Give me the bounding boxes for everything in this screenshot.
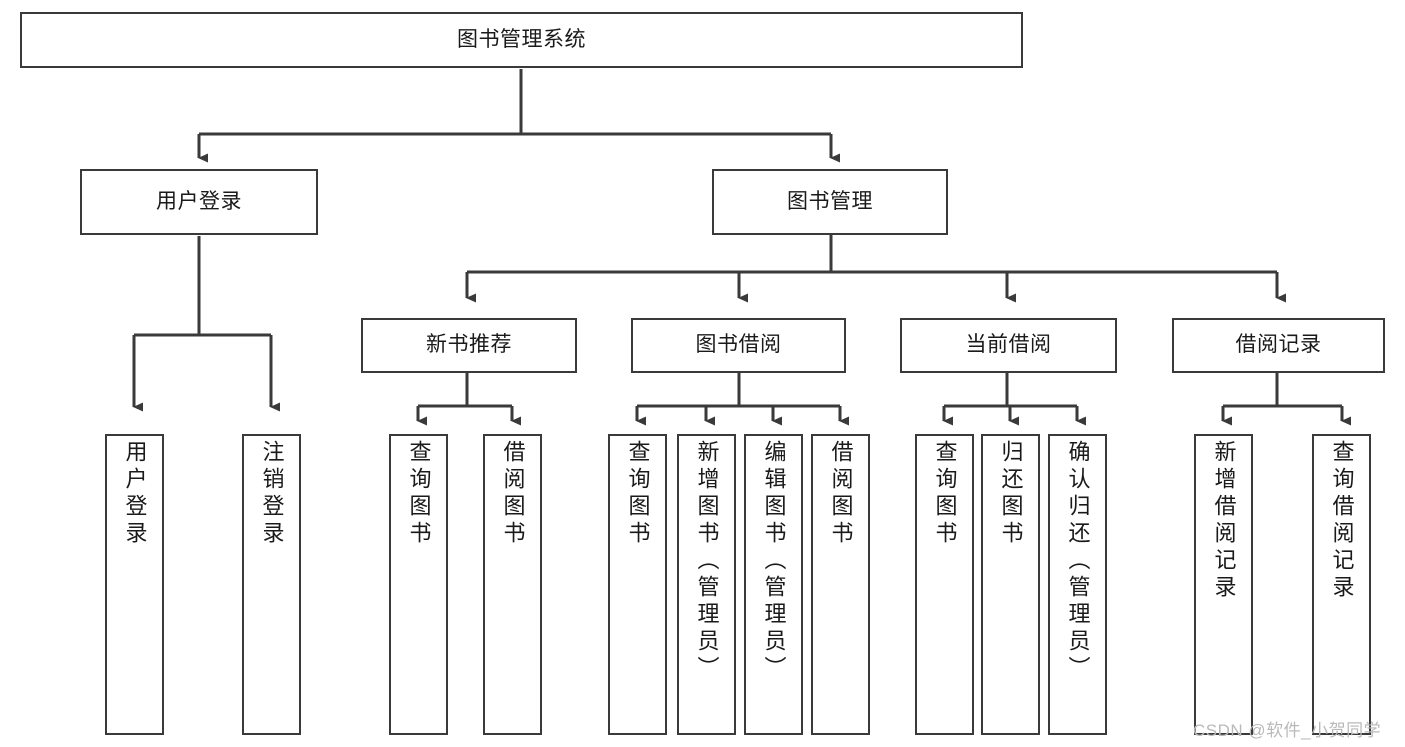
node-leaf-confirm-return[interactable]: 确认归还（管理员） (1048, 434, 1107, 735)
node-user-login-label: 用户登录 (156, 189, 242, 213)
node-borrow-record-label: 借阅记录 (1235, 333, 1322, 357)
node-book-borrow-label: 图书借阅 (695, 333, 782, 357)
node-leaf-query-record-label: 查询借阅记录 (1329, 440, 1355, 602)
node-leaf-query-book-1-label: 查询图书 (406, 440, 432, 548)
node-new-book-recommend-label: 新书推荐 (426, 333, 512, 357)
node-book-management-label: 图书管理 (787, 189, 873, 213)
node-leaf-return-book[interactable]: 归还图书 (981, 434, 1040, 735)
node-leaf-confirm-return-label: 确认归还（管理员） (1065, 440, 1091, 683)
node-leaf-borrow-book-1-label: 借阅图书 (500, 440, 526, 548)
node-leaf-edit-book[interactable]: 编辑图书（管理员） (744, 434, 803, 735)
node-user-login[interactable]: 用户登录 (80, 169, 318, 235)
node-leaf-query-book-3-label: 查询图书 (932, 440, 958, 548)
node-leaf-add-record-label: 新增借阅记录 (1211, 440, 1237, 602)
node-leaf-query-book-2[interactable]: 查询图书 (608, 434, 667, 735)
node-leaf-add-book-label: 新增图书（管理员） (694, 440, 720, 683)
node-current-borrow-label: 当前借阅 (965, 333, 1052, 357)
node-leaf-query-book-1[interactable]: 查询图书 (389, 434, 448, 735)
node-current-borrow[interactable]: 当前借阅 (900, 318, 1117, 373)
node-leaf-user-login-label: 用户登录 (122, 440, 148, 548)
node-leaf-logout-login-label: 注销登录 (259, 440, 285, 548)
node-leaf-query-book-3[interactable]: 查询图书 (915, 434, 974, 735)
node-root-label: 图书管理系统 (457, 27, 586, 51)
node-leaf-edit-book-label: 编辑图书（管理员） (761, 440, 787, 683)
node-leaf-borrow-book-2[interactable]: 借阅图书 (811, 434, 870, 735)
node-leaf-add-record[interactable]: 新增借阅记录 (1194, 434, 1253, 735)
node-leaf-return-book-label: 归还图书 (998, 440, 1024, 548)
node-borrow-record[interactable]: 借阅记录 (1172, 318, 1385, 373)
node-leaf-query-record[interactable]: 查询借阅记录 (1312, 434, 1371, 735)
node-book-management[interactable]: 图书管理 (712, 169, 948, 235)
node-leaf-query-book-2-label: 查询图书 (625, 440, 651, 548)
node-root[interactable]: 图书管理系统 (20, 12, 1023, 68)
node-leaf-borrow-book-1[interactable]: 借阅图书 (483, 434, 542, 735)
node-leaf-logout-login[interactable]: 注销登录 (242, 434, 301, 735)
node-new-book-recommend[interactable]: 新书推荐 (361, 318, 577, 373)
node-book-borrow[interactable]: 图书借阅 (631, 318, 846, 373)
node-leaf-user-login[interactable]: 用户登录 (105, 434, 164, 735)
node-leaf-borrow-book-2-label: 借阅图书 (828, 440, 854, 548)
node-leaf-add-book[interactable]: 新增图书（管理员） (677, 434, 736, 735)
